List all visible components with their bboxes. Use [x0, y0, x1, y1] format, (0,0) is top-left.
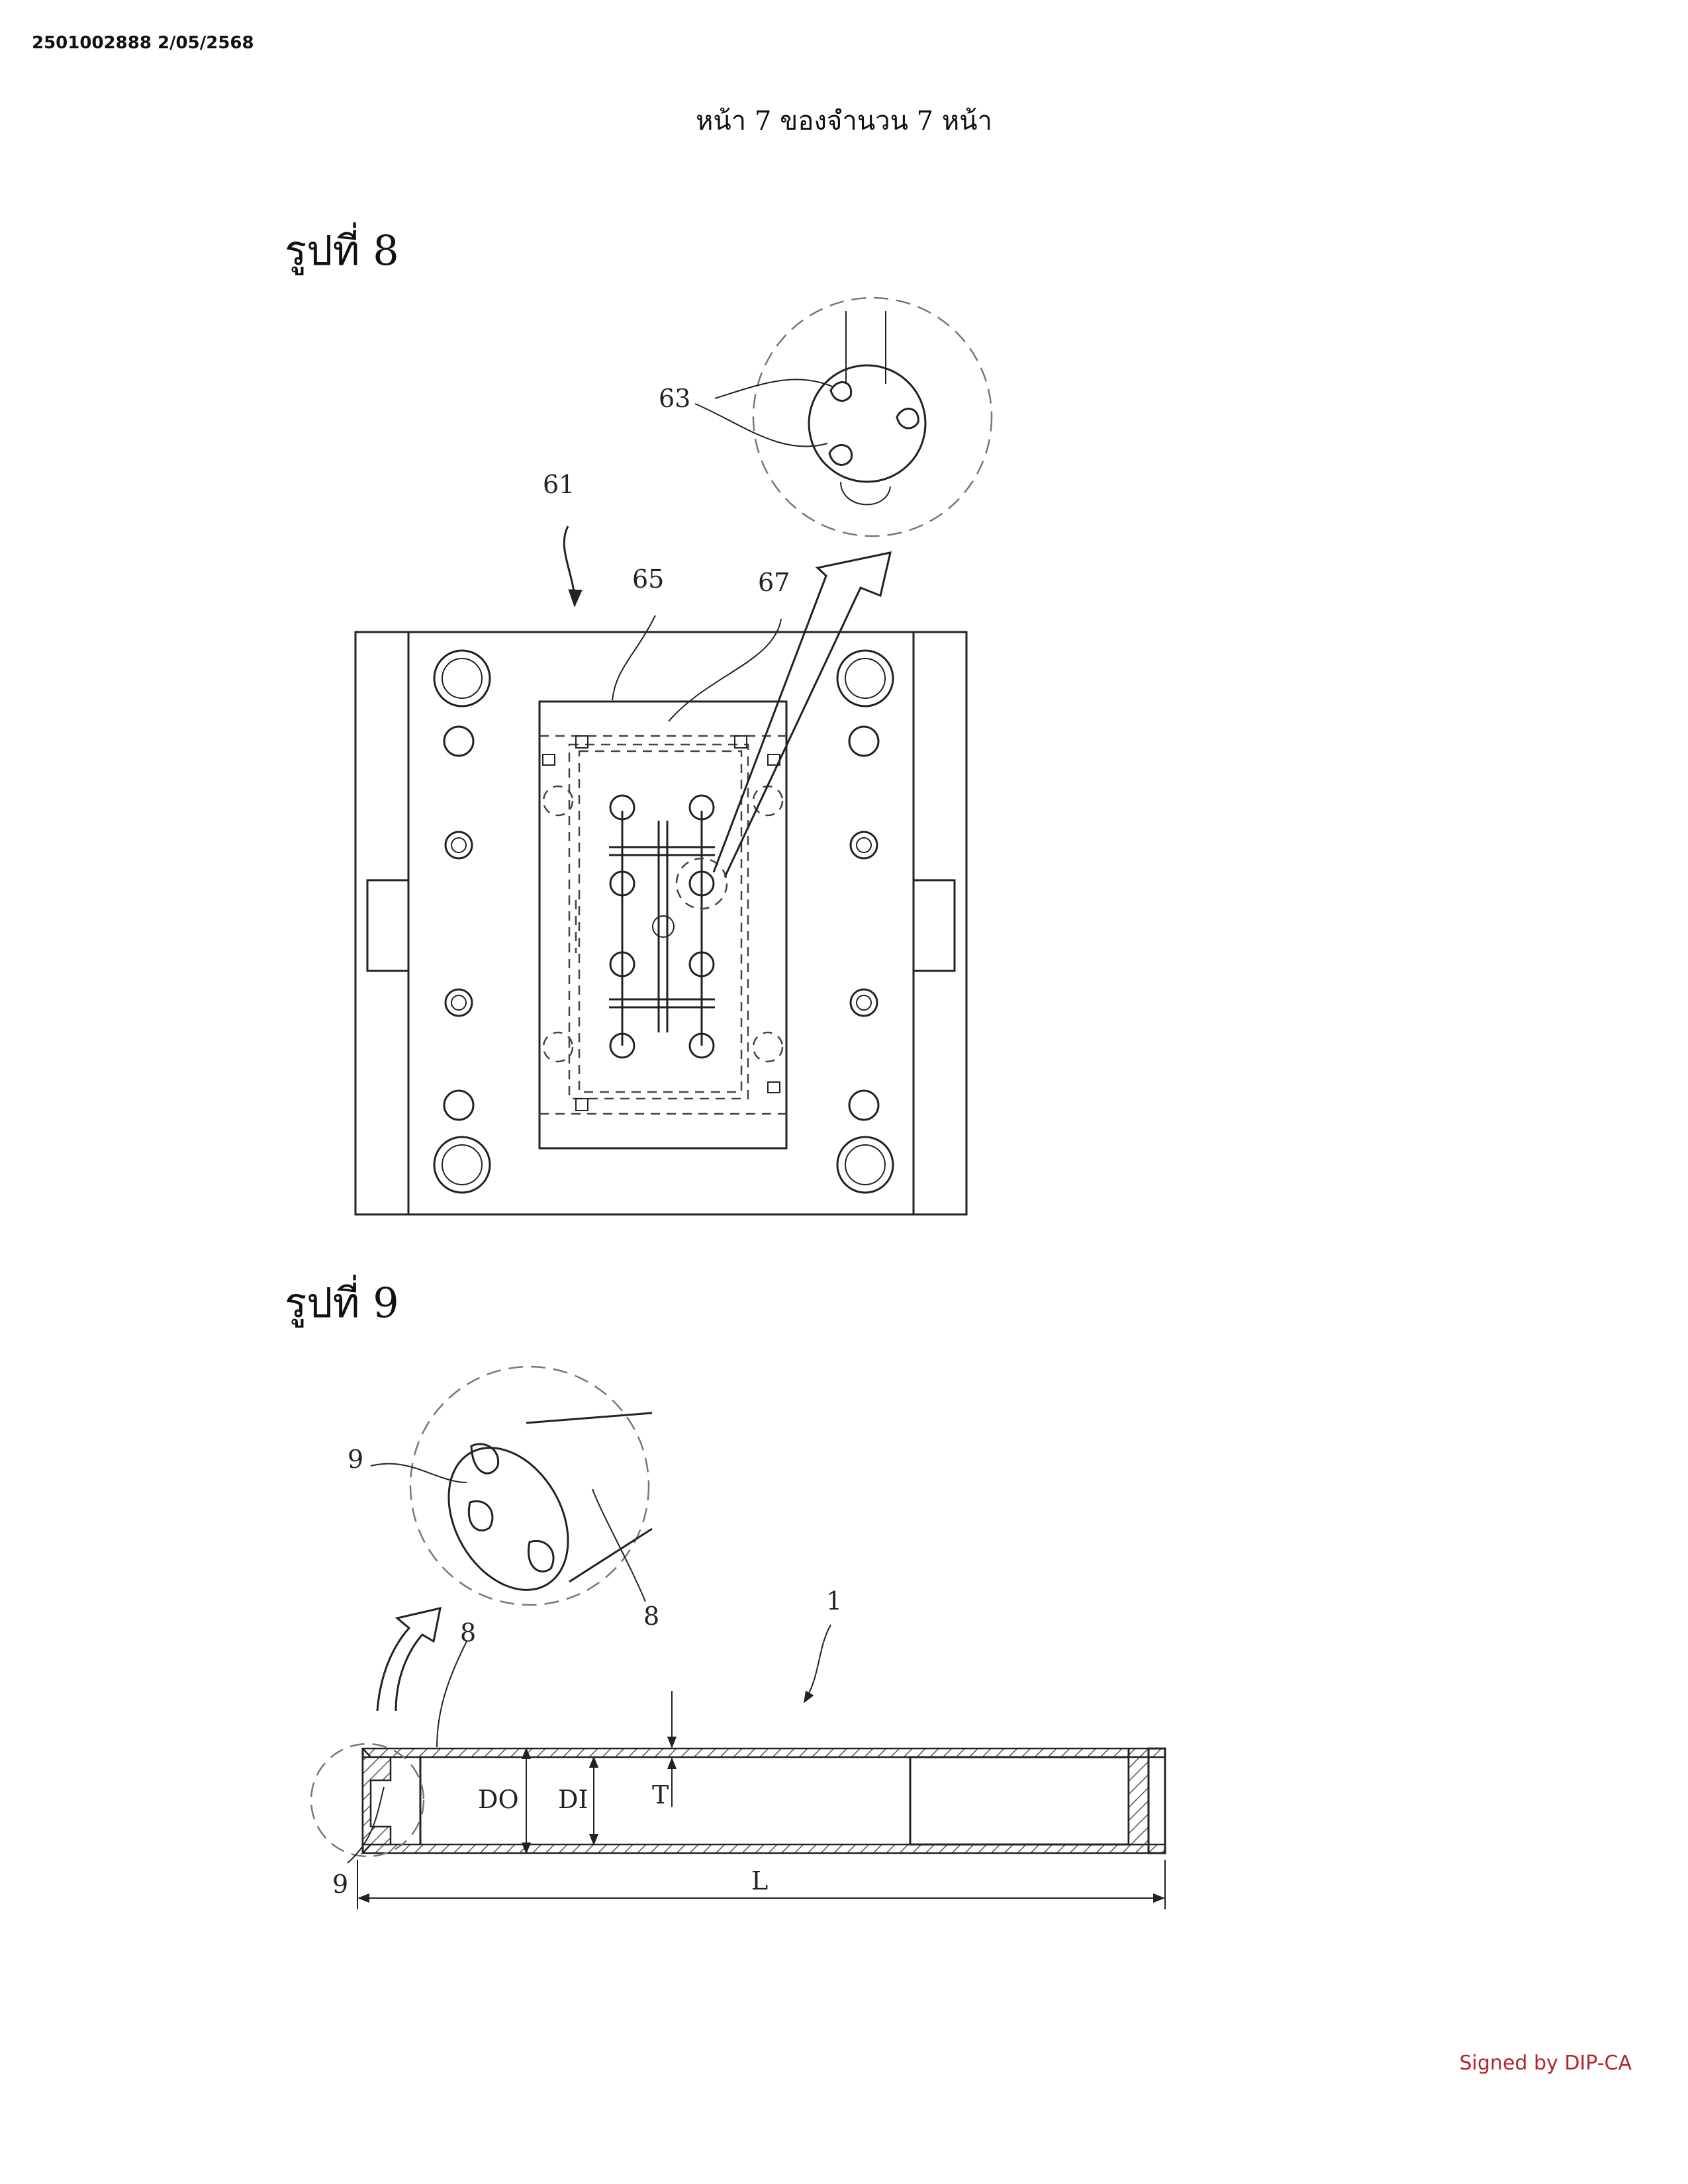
callout-1: 1	[826, 1586, 842, 1615]
callout-9-detail: 9	[348, 1445, 363, 1474]
detail-view-circle	[752, 296, 993, 537]
callout-67: 67	[758, 568, 790, 597]
callout-65: 65	[632, 565, 664, 594]
guide-holes-right	[836, 649, 894, 1194]
figure-8-title: รูปที่ 8	[285, 226, 399, 275]
figure-9-title: รูปที่ 9	[285, 1279, 399, 1327]
mold-side-tab-right	[912, 879, 956, 972]
mold-side-tab-left	[366, 879, 410, 972]
dimension-t: T	[652, 1780, 669, 1809]
figure-8-mold-drawing	[354, 296, 993, 1216]
digital-signature: Signed by DIP-CA	[1459, 2052, 1632, 2075]
callout-8: 8	[460, 1618, 476, 1647]
callout-63: 63	[659, 384, 690, 413]
callout-8-detail: 8	[643, 1602, 659, 1631]
guide-holes-left	[433, 649, 491, 1194]
cavity-plate	[538, 700, 788, 1150]
dimension-l: L	[751, 1866, 768, 1895]
callout-61: 61	[543, 470, 575, 499]
figure-9-tube-drawing	[310, 1365, 1166, 1909]
mold-cavities	[609, 794, 728, 1059]
callout-9: 9	[332, 1870, 348, 1899]
dimension-do: DO	[478, 1785, 519, 1814]
end-cap-detail-circle	[409, 1365, 650, 1606]
dimension-di: DI	[558, 1785, 588, 1814]
runner-system	[609, 811, 715, 1046]
mold-base-plate	[354, 631, 968, 1216]
page-header: หน้า 7 ของจำนวน 7 หน้า	[695, 106, 993, 136]
document-id-stamp: 2501002888 2/05/2568	[32, 33, 254, 53]
